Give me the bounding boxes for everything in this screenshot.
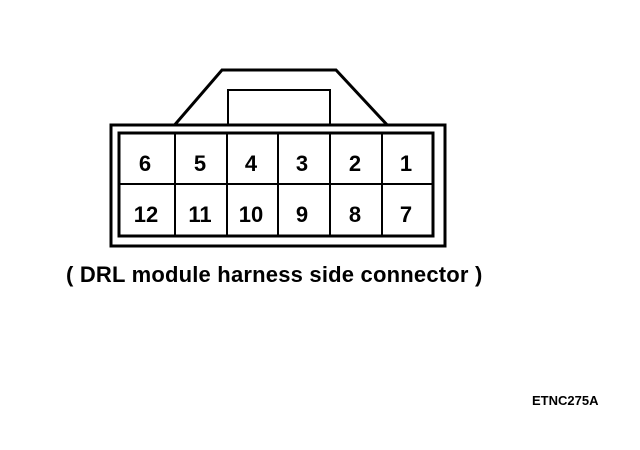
pin-label: 12 — [134, 202, 158, 227]
pin-grid — [119, 133, 433, 236]
pin-label: 10 — [239, 202, 263, 227]
pin-label: 8 — [349, 202, 361, 227]
pin-label: 11 — [188, 202, 211, 227]
connector-caption: ( DRL module harness side connector ) — [66, 262, 483, 287]
pin-label: 7 — [400, 202, 412, 227]
pin-label: 9 — [296, 202, 308, 227]
connector-hood — [170, 68, 392, 130]
pin-label: 6 — [139, 151, 151, 176]
bottom-row-pins: 12 11 10 9 8 7 — [134, 202, 412, 227]
figure-code: ETNC275A — [532, 393, 599, 408]
top-row-pins: 6 5 4 3 2 1 — [139, 151, 412, 176]
pin-label: 4 — [245, 151, 258, 176]
pin-label: 2 — [349, 151, 361, 176]
connector-latch — [227, 89, 331, 129]
pin-label: 3 — [296, 151, 308, 176]
pin-label: 5 — [194, 151, 206, 176]
pin-label: 1 — [400, 151, 412, 176]
